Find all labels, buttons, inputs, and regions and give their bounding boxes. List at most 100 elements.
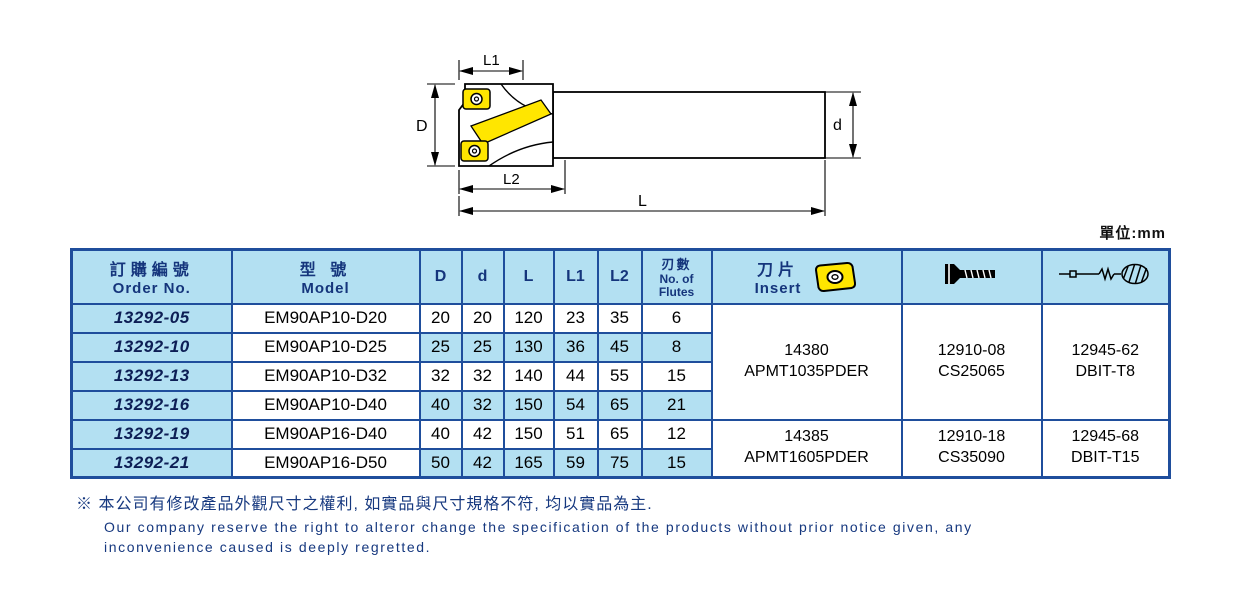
L2-cell: 45: [596, 331, 643, 363]
insert-header-en: Insert: [754, 280, 802, 298]
col-header-insert: 刀片 Insert: [710, 248, 903, 305]
col-header-flutes: 刃數 No. of Flutes: [640, 248, 713, 305]
insert-code: 14380: [784, 341, 829, 359]
flutes-header-en2: Flutes: [658, 285, 695, 300]
L-cell: 140: [502, 360, 555, 392]
col-header-D: D: [418, 248, 463, 305]
flutes-cell: 21: [640, 389, 713, 421]
D-cell: 20: [418, 302, 463, 334]
D-cell: 50: [418, 447, 463, 479]
model-cell: EM90AP10-D32: [230, 360, 421, 392]
order-header-zh: 訂購編號: [109, 262, 194, 280]
flutes-cell: 15: [640, 447, 713, 479]
L2-cell: 35: [596, 302, 643, 334]
driver-model: DBIT-T8: [1075, 362, 1136, 380]
d-cell: 42: [460, 418, 505, 450]
L2-cell: 75: [596, 447, 643, 479]
L-cell: 150: [502, 418, 555, 450]
L2-cell: 55: [596, 360, 643, 392]
milling-insert-icon: [815, 261, 857, 292]
countersunk-screw-icon: [944, 264, 995, 285]
insert-code: 14385: [784, 428, 829, 446]
model-cell: EM90AP10-D20: [230, 302, 421, 334]
driver-group-cell: 12945-68 DBIT-T15: [1040, 418, 1171, 479]
L1-cell: 59: [552, 447, 599, 479]
dimension-d: [825, 91, 861, 159]
col-header-driver: [1040, 248, 1171, 305]
insert-group-cell: 14385 APMT1605PDER: [710, 418, 903, 479]
L2-cell: 65: [596, 418, 643, 450]
disclaimer-en-line1: Our company reserve the right to alteror…: [104, 519, 973, 535]
flutes-cell: 8: [640, 331, 713, 363]
dim-label-d: d: [833, 117, 842, 134]
col-header-L: L: [502, 248, 555, 305]
order-header-en: Order No.: [112, 280, 191, 298]
col-header-d: d: [460, 248, 505, 305]
dim-label-L: L: [638, 193, 647, 210]
col-header-L2: L2: [596, 248, 643, 305]
d-cell: 32: [460, 360, 505, 392]
model-cell: EM90AP10-D25: [230, 331, 421, 363]
driver-model: DBIT-T15: [1071, 449, 1140, 467]
col-header-order: 訂購編號 Order No.: [70, 248, 233, 305]
col-header-screw: [900, 248, 1043, 305]
flute-curve-bottom: [488, 141, 554, 167]
screw-model: CS25065: [938, 362, 1005, 380]
L1-cell: 54: [552, 389, 599, 421]
order-no-cell: 13292-10: [70, 331, 233, 363]
technical-drawing: D L1 L2 L: [405, 52, 875, 229]
order-no-cell: 13292-13: [70, 360, 233, 392]
col-header-L1: L1: [552, 248, 599, 305]
screw-group-cell: 12910-18 CS35090: [900, 418, 1043, 479]
insert-model: APMT1605PDER: [744, 449, 869, 467]
torx-driver-icon: [1059, 264, 1149, 285]
dimension-L2: [458, 160, 566, 194]
L2-cell: 65: [596, 389, 643, 421]
D-cell: 40: [418, 389, 463, 421]
dimension-L1: [458, 60, 524, 80]
screw-code: 12910-08: [937, 341, 1006, 359]
model-header-en: Model: [301, 280, 350, 298]
insert-top: [462, 88, 491, 110]
flutes-cell: 6: [640, 302, 713, 334]
L1-cell: 23: [552, 302, 599, 334]
D-cell: 40: [418, 418, 463, 450]
table-row: 13292-13 EM90AP10-D32 32 32 140 44 55 15: [70, 360, 1170, 392]
order-no-cell: 13292-21: [70, 447, 233, 479]
helical-insert-band: [470, 99, 552, 145]
disclaimer-zh: ※ 本公司有修改產品外觀尺寸之權利, 如實品與尺寸規格不符, 均以實品為主.: [76, 496, 653, 513]
D-cell: 32: [418, 360, 463, 392]
unit-label: 單位:mm: [1099, 225, 1166, 242]
insert-header-zh: 刀片: [756, 262, 799, 280]
dimension-D: [427, 83, 455, 167]
table-row: 13292-21 EM90AP16-D50 50 42 165 59 75 15: [70, 447, 1170, 479]
disclaimer: ※ 本公司有修改產品外觀尺寸之權利, 如實品與尺寸規格不符, 均以實品為主. O…: [76, 490, 1176, 558]
insert-group-cell: 14380 APMT1035PDER: [710, 302, 903, 421]
screw-model: CS35090: [938, 449, 1005, 467]
header-row: 訂購編號 Order No. 型 號 Model D d L L1 L2 刃數 …: [70, 248, 1171, 305]
order-no-cell: 13292-16: [70, 389, 233, 421]
table-row: 13292-10 EM90AP10-D25 25 25 130 36 45 8: [70, 331, 1170, 363]
disclaimer-en-line2: inconvenience caused is deeply regretted…: [104, 539, 432, 556]
model-header-zh: 型 號: [299, 262, 352, 280]
table-row: 13292-05 EM90AP10-D20 20 20 120 23 35 6 …: [70, 302, 1171, 421]
col-header-model: 型 號 Model: [230, 248, 421, 305]
flutes-header-en1: No. of: [659, 272, 694, 287]
dim-label-L2: L2: [503, 171, 520, 188]
tool-shank: [552, 91, 826, 159]
insert-model: APMT1035PDER: [744, 362, 869, 380]
flutes-header-zh: 刃數: [661, 257, 692, 273]
table-row: 13292-19 EM90AP16-D40 40 42 150 51 65 12…: [70, 418, 1171, 479]
d-cell: 32: [460, 389, 505, 421]
L-cell: 165: [502, 447, 555, 479]
driver-group-cell: 12945-62 DBIT-T8: [1040, 302, 1171, 421]
d-cell: 42: [460, 447, 505, 479]
flutes-cell: 15: [640, 360, 713, 392]
screw-group-cell: 12910-08 CS25065: [900, 302, 1043, 421]
model-cell: EM90AP16-D40: [230, 418, 421, 450]
table-row: 13292-16 EM90AP10-D40 40 32 150 54 65 21: [70, 389, 1170, 421]
model-cell: EM90AP10-D40: [230, 389, 421, 421]
d-cell: 25: [460, 331, 505, 363]
L-cell: 120: [502, 302, 555, 334]
dim-label-L1: L1: [483, 52, 500, 69]
